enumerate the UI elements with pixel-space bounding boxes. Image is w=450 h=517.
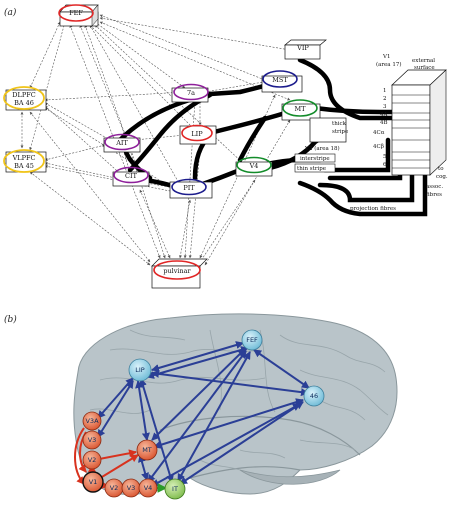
node-mst-label: MST	[272, 76, 288, 84]
brain-node-v2-left-label: V2	[88, 456, 97, 464]
brain-node-v3a-label: V3A	[85, 417, 99, 425]
v1-layer-labels: 1 2 3 4A 4B 4Cα 4Cβ 5 6	[373, 88, 388, 168]
v2-title: V2 (area 18)	[304, 145, 340, 152]
brain-node-it: IT	[164, 478, 186, 500]
brain-node-v3-bottom: V3	[121, 478, 141, 498]
to-cog-label-2: cog.	[436, 174, 448, 180]
v2-thick-label-1: thick	[332, 121, 347, 127]
brain-node-v4: V4	[138, 478, 158, 498]
node-mst: MST	[261, 70, 303, 93]
blue-connections	[97, 341, 310, 487]
v2-thin-label: thin stripe	[297, 166, 326, 172]
brain-node-fef: FEF	[241, 329, 263, 351]
node-lip: LIP	[179, 124, 217, 145]
brain-node-fef-label: FEF	[246, 336, 258, 344]
node-cit-label: CIT	[125, 172, 138, 180]
node-vip: VIP	[284, 39, 327, 60]
v1-layer-4b: 4B	[380, 120, 388, 126]
node-7a: 7a	[171, 83, 209, 103]
brain-node-v2-bottom: V2	[104, 478, 124, 498]
brain-node-v2-bottom-label: V2	[110, 484, 119, 492]
v1-layer-2: 2	[383, 96, 387, 102]
node-vip-label: VIP	[296, 44, 309, 52]
v1-layer-3: 3	[383, 104, 387, 110]
v1-surface-label-1: external	[412, 58, 435, 64]
brain-node-v3-bottom-label: V3	[127, 484, 136, 492]
panel-b: (b)	[4, 313, 398, 500]
node-pulvinar-label: pulvinar	[163, 267, 191, 275]
node-dlpfc-label: DLPFC	[12, 91, 35, 99]
v1-block: V1 (area 17) external surface 1 2 3 4A 4…	[373, 54, 447, 176]
brain-node-46-label: 46	[310, 392, 318, 400]
to-cog-label-1: to	[438, 166, 444, 172]
brain-node-mt: MT	[136, 439, 158, 461]
brain-node-v3: V3	[82, 430, 102, 450]
brain-node-v3a: V3A	[82, 411, 102, 431]
node-lip-label: LIP	[191, 130, 203, 138]
node-pulvinar: pulvinar	[151, 258, 208, 289]
node-ait-label: AIT	[115, 139, 128, 147]
assoc-fibres-label-2: fibres	[426, 192, 442, 198]
projection-fibres-label: projection fibres	[350, 206, 396, 212]
node-pit: PIT	[169, 178, 213, 199]
node-fef-label: FEF	[69, 9, 83, 17]
node-pit-label: PIT	[183, 184, 195, 192]
v1-layer-4cb: 4Cβ	[373, 144, 384, 150]
panel-a: (a)	[3, 4, 448, 289]
v1-layer-6: 6	[383, 162, 387, 168]
brain-node-it-label: IT	[172, 485, 178, 493]
brain-node-v1: V1	[82, 471, 104, 493]
brain-node-v3-label: V3	[88, 436, 97, 444]
brain-node-v4-label: V4	[144, 484, 153, 492]
brain-node-46: 46	[303, 385, 325, 407]
v2-interstripe-label: interstripe	[300, 156, 330, 162]
v2-thick-label-2: stripe	[332, 129, 348, 135]
node-vlpfc-label: VLPFC	[12, 154, 36, 162]
node-v4: V4	[235, 156, 273, 177]
v1-title: V1	[382, 54, 390, 60]
node-dlpfc-sub: BA 46	[14, 99, 34, 107]
v1-subtitle: (area 17)	[376, 61, 401, 68]
v1-layer-4a: 4A	[380, 112, 388, 118]
node-dlpfc: DLPFC BA 46	[3, 86, 47, 111]
brain-node-lip-label: LIP	[135, 366, 145, 374]
v1-layer-5: 5	[383, 154, 387, 160]
panel-b-label: (b)	[4, 314, 17, 325]
node-mt-label: MT	[295, 105, 307, 113]
brain-node-v2-left: V2	[82, 450, 102, 470]
brain-node-v1-label: V1	[89, 478, 98, 486]
brain-node-lip: LIP	[128, 358, 152, 382]
node-7a-label: 7a	[187, 89, 195, 97]
node-fef: FEF	[58, 4, 99, 27]
v1-layer-4ca: 4Cα	[373, 130, 385, 136]
v1-surface-label-2: surface	[414, 65, 435, 71]
assoc-fibres-label-1: assoc.	[426, 184, 443, 190]
node-vlpfc-sub: BA 45	[14, 162, 34, 170]
node-cit: CIT	[112, 166, 150, 187]
v1-layer-1: 1	[383, 88, 387, 94]
brain-image	[73, 313, 398, 495]
node-mt: MT	[281, 99, 321, 121]
panel-a-label: (a)	[4, 7, 17, 18]
node-ait: AIT	[103, 133, 141, 153]
node-vlpfc: VLPFC BA 45	[3, 149, 47, 173]
v2-area: thick stripe V2 (area 18) interstripe th…	[294, 117, 348, 173]
brain-node-mt-label: MT	[142, 446, 152, 454]
node-v4-label: V4	[249, 162, 259, 170]
